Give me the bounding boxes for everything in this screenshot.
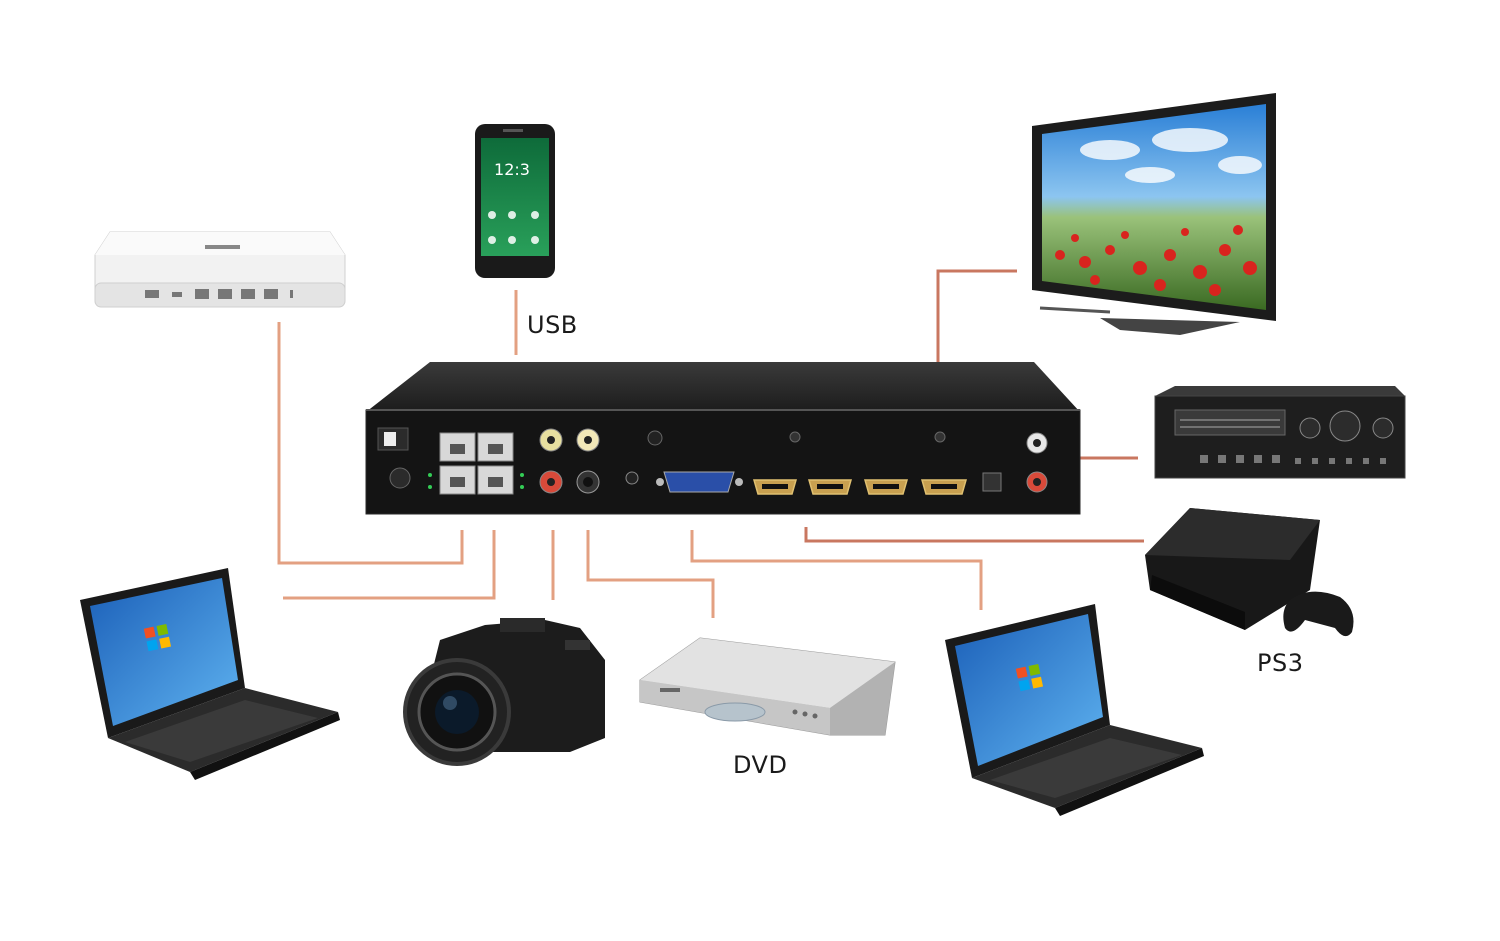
gamepad-icon — [1283, 591, 1354, 637]
game-console-icon — [1145, 508, 1354, 637]
av-switcher-hub-icon — [365, 362, 1081, 515]
line-laptop-right-to-hub — [690, 530, 983, 610]
svg-text:12:3: 12:3 — [494, 160, 530, 179]
smartphone-icon: 12:3 — [475, 124, 555, 278]
flat-tv-icon — [1032, 93, 1276, 335]
network-router-icon — [94, 231, 346, 308]
line-dvd-to-hub — [586, 530, 715, 618]
usb-label: USB — [527, 311, 578, 339]
ps3-label: PS3 — [1257, 649, 1304, 677]
laptop-icon-right — [945, 604, 1204, 816]
dvd-player-icon — [639, 637, 896, 736]
dslr-camera-icon — [403, 618, 605, 766]
laptop-icon — [80, 568, 340, 780]
line-router-to-hub — [277, 322, 464, 565]
dvd-label: DVD — [733, 751, 788, 779]
line-ps3-to-hub — [804, 527, 1144, 543]
audio-amplifier-icon — [1154, 386, 1406, 479]
line-laptop-left-to-hub — [283, 530, 496, 600]
